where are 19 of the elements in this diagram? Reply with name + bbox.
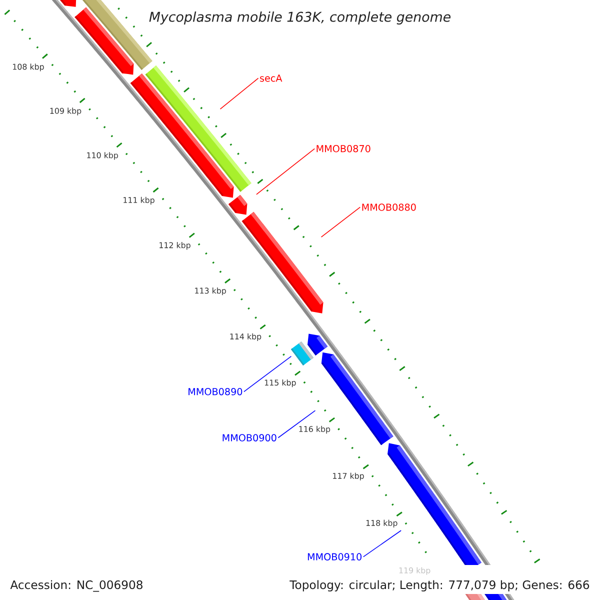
leader-line [244,356,292,392]
leader-line [220,78,259,110]
leader-line [256,148,315,195]
gene-label: MMOB0910 [308,553,362,560]
gene-label: secA [260,74,282,82]
leader-line [320,206,361,238]
leader-line [278,410,316,438]
footer-text: Topology: circular; Length: 777,079 bp; Genes: 666 [290,580,590,592]
gene-block [308,334,328,356]
gene-block [130,74,234,198]
title: Mycoplasma mobile 163K, complete genome [149,12,450,24]
leader-line [362,530,402,558]
gene-label: MMOB0890 [188,388,242,396]
gene-label: MMOB0880 [362,204,416,211]
gene-label: MMOB0900 [222,434,276,442]
gene-block [242,212,324,314]
gene-label: MMOB0870 [316,145,370,152]
gene-block [228,194,248,215]
footer-text: Accession: NC_006908 [10,580,142,592]
